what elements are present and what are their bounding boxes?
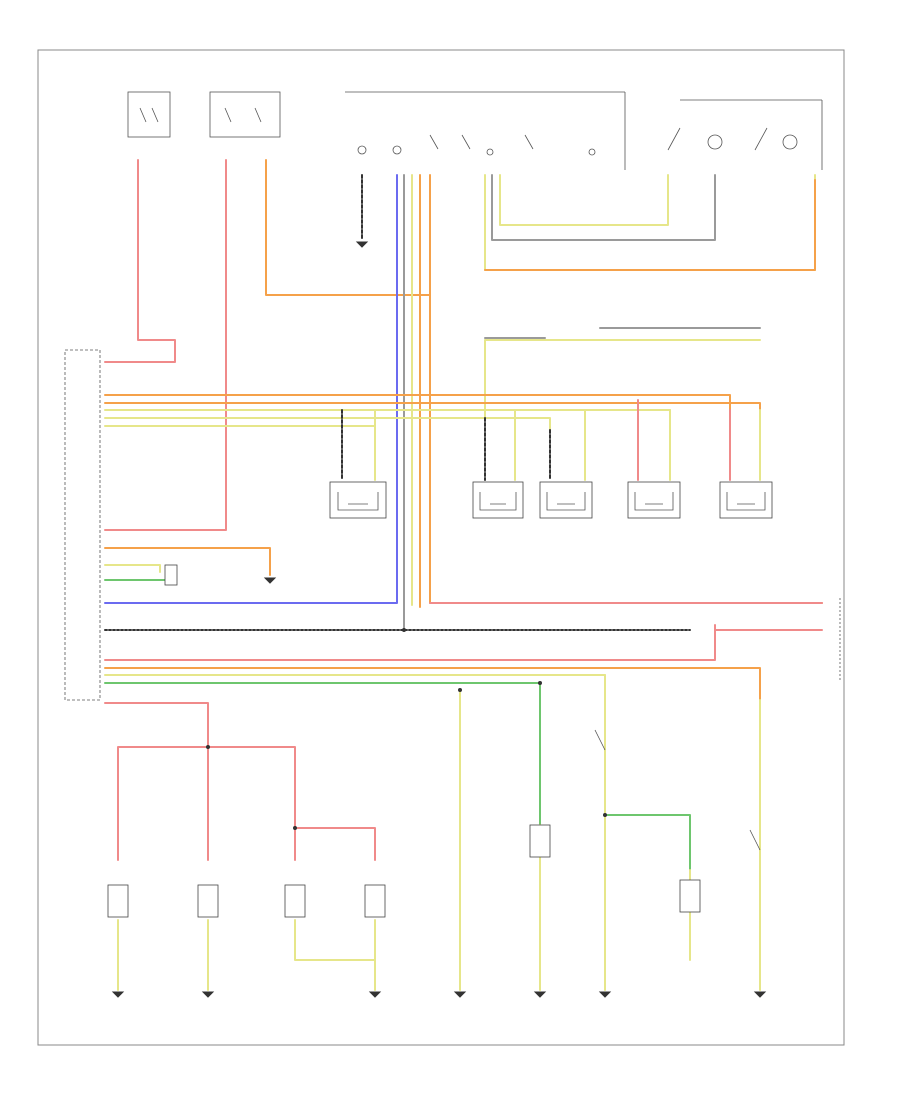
wire-yellow-h2 [104,417,551,431]
wire-red-bottom-left [104,702,376,861]
lamp-row-1 [329,481,773,519]
wire-yellow-top-mid [484,174,816,271]
left-module-bracket [64,349,101,701]
wire-orange-h1 [104,394,731,419]
wire-orange-top-right [484,179,816,271]
wire-green-h-lower [104,682,541,826]
wire-yellow-level2 [484,339,761,419]
wire-gray-top-mid [491,174,716,241]
wire-orange-h-lower [104,667,761,701]
wire-gray-level2 [484,327,761,339]
switch-module-top-right [667,99,823,170]
wire-blue-main [104,174,398,604]
wire-orange-left-mid [104,547,271,576]
switch-module-top [345,91,626,170]
wire-yellow-top-right [499,174,669,226]
fuse-block-left [127,91,281,138]
wire-red-h-lower [104,624,716,661]
wire-red-left-fuse [104,159,176,363]
wire-orange-fuse-2 [265,159,431,296]
junction-dots [206,628,607,830]
grounds-bottom [111,991,767,998]
component-row-bottom [107,729,761,918]
wire-red-fuse-2 [104,159,227,531]
page-frame [37,49,845,1046]
